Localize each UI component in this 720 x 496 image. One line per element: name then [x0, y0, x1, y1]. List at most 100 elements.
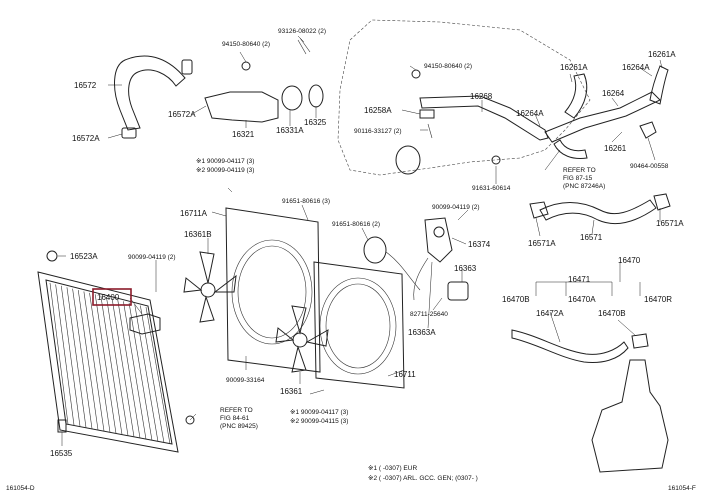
label-16325: 16325: [304, 118, 327, 127]
label-16523A: 16523A: [70, 252, 98, 261]
label-16711A: 16711A: [180, 209, 208, 218]
label-91651b: 91651-80616 (2): [332, 221, 380, 228]
radiator-cap-16523A: [46, 250, 58, 262]
label-82711: 82711-25640: [410, 311, 448, 318]
label-star2: ※2 90099-04119 (3): [196, 167, 254, 174]
figure-code-left: 161054-D: [6, 485, 35, 492]
fan-motor-wire: [413, 257, 429, 301]
label-91651: 91651-80616 (3): [282, 198, 330, 205]
footnote-1: ※1 ( -0307) EUR: [368, 465, 417, 472]
bypass-hose: [649, 65, 669, 105]
fan-motor: [363, 236, 387, 264]
label-16331A: 16331A: [276, 126, 304, 135]
thermostat-outlet: [204, 91, 279, 123]
label-16470A: 16470A: [568, 295, 596, 304]
radiator-fin: [117, 299, 141, 439]
label-refer-1a: REFER TO: [563, 167, 596, 174]
label-16361: 16361: [280, 387, 303, 396]
label-16572A-mid: 16572A: [168, 110, 196, 119]
sensor-16258A-part: [395, 145, 421, 175]
label-16264A-top: 16264A: [622, 63, 650, 72]
reservoir-hose: [539, 199, 657, 225]
bracket-16261: [639, 121, 657, 139]
label-refer-2b: FIG 84-61: [220, 415, 250, 422]
label-refer-2a: REFER TO: [220, 407, 253, 414]
label-16711: 16711: [394, 370, 416, 379]
label-16472A: 16472A: [536, 309, 564, 318]
bolt-icon: [241, 61, 251, 71]
water-bypass-pipe: [544, 91, 661, 143]
label-star1b: ※1 90099-04117 (3): [290, 409, 348, 416]
label-94150-right: 94150-80640 (2): [424, 63, 472, 70]
label-16374: 16374: [468, 240, 491, 249]
label-16363A: 16363A: [408, 328, 436, 337]
label-star1: ※1 90099-04117 (3): [196, 158, 254, 165]
bypass-hose: [564, 73, 588, 119]
label-90099-33164: 90099-33164: [226, 377, 265, 384]
upper-radiator-hose: [114, 55, 186, 131]
leader-lines: [58, 35, 663, 446]
fan-shroud-16711: [313, 261, 405, 389]
hose-clamp: [529, 201, 549, 219]
radiator-fin: [49, 282, 69, 425]
radiator-fin: [94, 294, 117, 434]
label-16261A-a: 16261A: [560, 63, 588, 72]
hose-small: [553, 139, 588, 159]
label-16471: 16471: [568, 275, 591, 284]
bolt-icon: [491, 155, 501, 165]
label-90099-04119: 90099-04119 (2): [432, 204, 480, 211]
label-90099-04119b: 90099-04119 (2): [128, 254, 176, 261]
radiator-fin: [60, 285, 81, 427]
label-16264A-mid: 16264A: [516, 109, 544, 118]
radiator-fin: [100, 295, 123, 435]
cooling-fan-16361: [275, 305, 329, 373]
hose-clamp: [653, 193, 671, 211]
label-16470B: 16470B: [502, 295, 530, 304]
label-16470R: 16470R: [644, 295, 672, 304]
radiator-fin: [145, 306, 171, 445]
relay-16363: [447, 281, 469, 301]
fan-opening: [231, 239, 313, 345]
label-star2b: ※2 90099-04115 (3): [290, 418, 348, 425]
radiator-fin: [134, 304, 159, 442]
hose-clamp: [181, 59, 193, 75]
fan-opening: [237, 245, 307, 339]
label-16400: 16400: [97, 293, 120, 302]
radiator-fin: [83, 291, 105, 432]
label-16470: 16470: [618, 256, 641, 265]
label-16470B-2: 16470B: [598, 309, 626, 318]
highlight-box-16400: [92, 288, 132, 306]
label-91631: 91631-60614: [472, 185, 511, 192]
drain-plug: [185, 415, 195, 425]
label-refer-1b: FIG 87-15: [563, 175, 593, 182]
radiator-cap: [129, 313, 161, 335]
fan-motor-16363A: [424, 217, 453, 263]
bolt-icon: [427, 123, 433, 139]
label-16264: 16264: [602, 89, 625, 98]
radiator-fin: [89, 292, 111, 433]
fan-motor-wire: [385, 251, 421, 291]
radiator-16400: [37, 271, 179, 453]
label-16361B: 16361B: [184, 230, 212, 239]
reservoir-hose-16472A: [511, 329, 629, 363]
label-16363: 16363: [454, 264, 477, 273]
thermostat: [281, 85, 303, 111]
label-90464: 90464-00558: [630, 163, 669, 170]
label-16261A-b: 16261A: [648, 50, 676, 59]
label-93126: 93126-08022 (2): [278, 28, 326, 35]
cooling-fan-16361B: [183, 251, 237, 323]
reservoir-tank-16470: [591, 359, 669, 473]
radiator-fin: [77, 290, 99, 430]
radiator-fin: [66, 287, 87, 428]
label-16258A: 16258A: [364, 106, 392, 115]
figure-code-right: 161054-F: [668, 485, 696, 492]
label-16572A-left: 16572A: [72, 134, 100, 143]
radiator-fin: [55, 284, 75, 426]
hose-clamp: [419, 109, 435, 119]
radiator-fin: [106, 297, 129, 436]
bolt-icon: [297, 37, 311, 55]
label-16571A-right: 16571A: [656, 219, 684, 228]
gasket: [308, 84, 324, 108]
drain-cock-16535: [57, 419, 67, 433]
